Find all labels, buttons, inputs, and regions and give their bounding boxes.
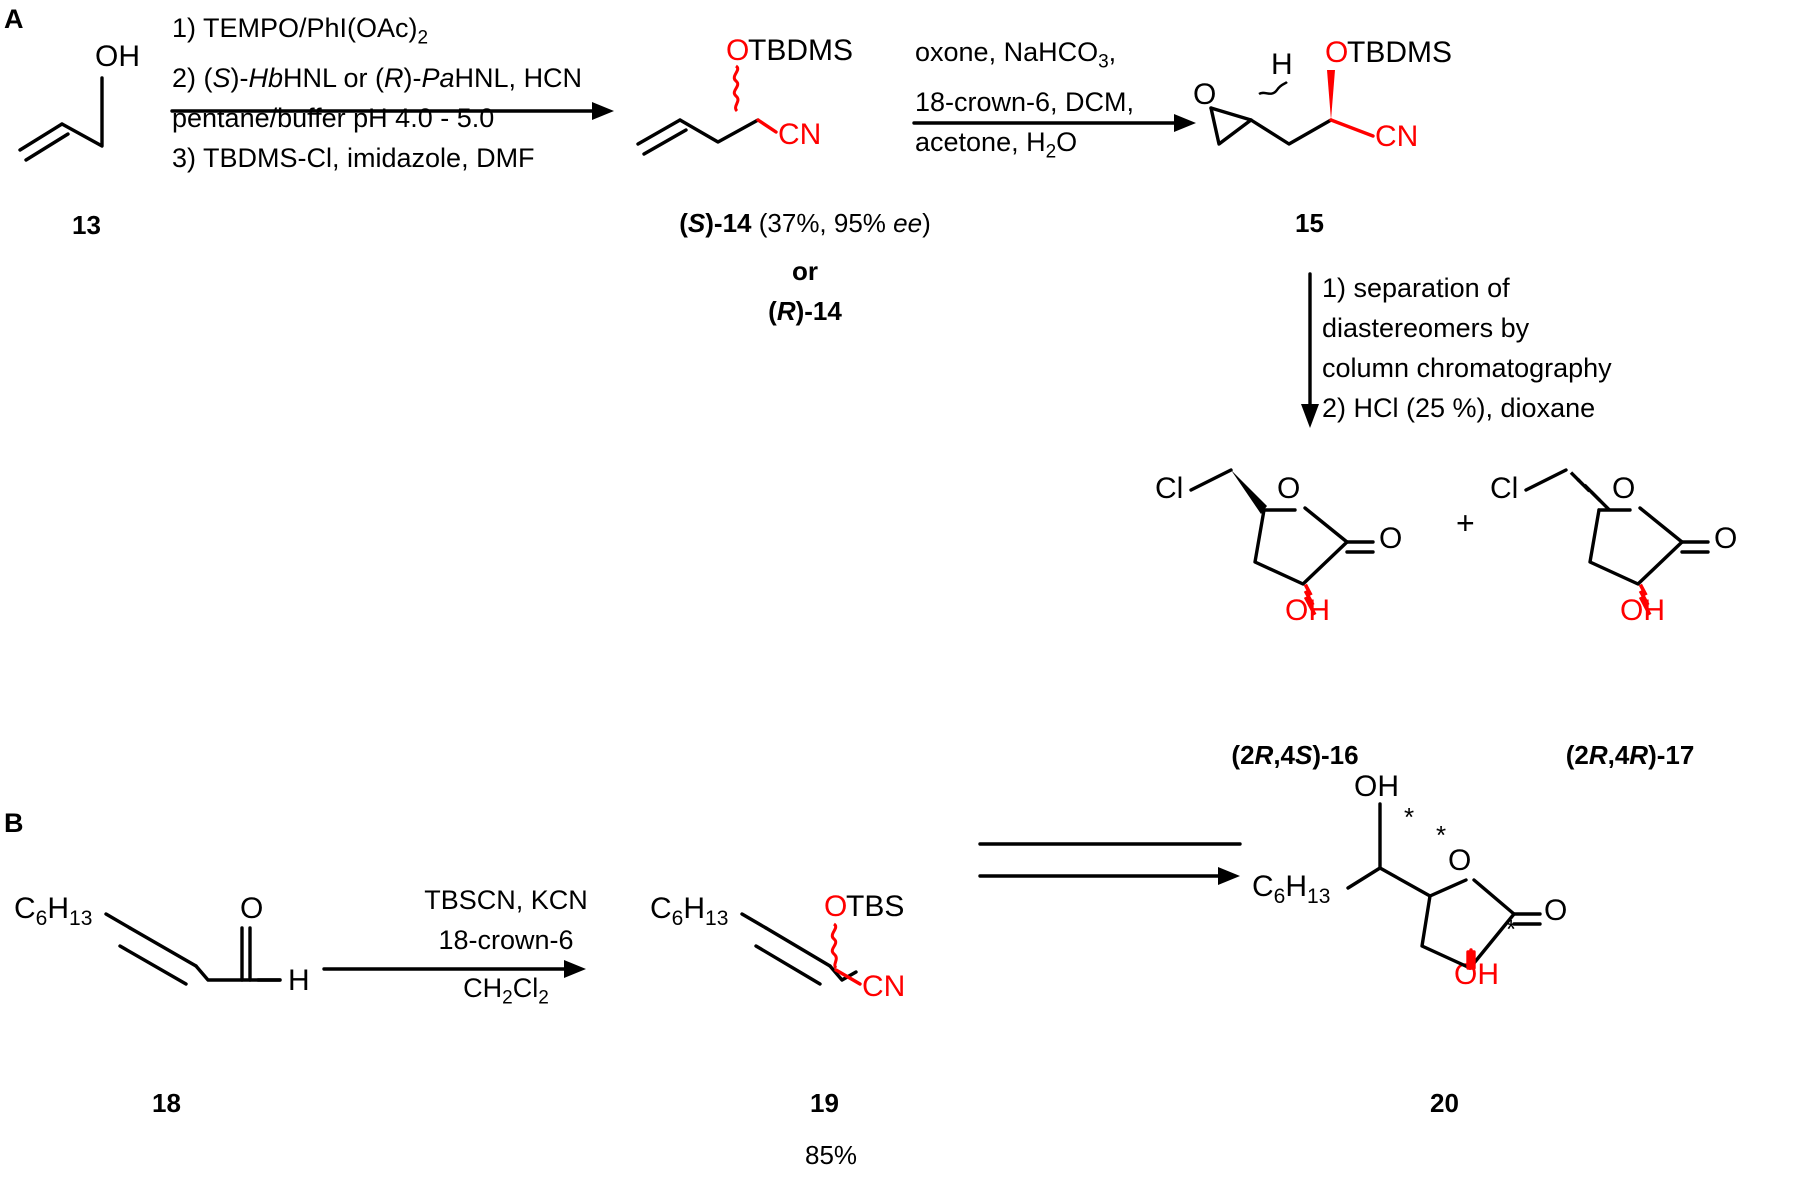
label-or: or bbox=[792, 256, 818, 286]
atom-label-tbdms: TBDMS bbox=[748, 34, 853, 67]
atom-label-tbdms-15: TBDMS bbox=[1347, 36, 1452, 69]
structure-15: O H O TBDMS CN bbox=[1185, 32, 1465, 162]
label-compound-20: 20 bbox=[1430, 1088, 1459, 1118]
atom-label-epoxide-o: O bbox=[1193, 78, 1216, 111]
atom-label-cl-17: Cl bbox=[1490, 472, 1518, 505]
panel-a-letter: A bbox=[4, 4, 24, 34]
panel-b-letter: B bbox=[4, 808, 24, 838]
hash-bond-oh-16 bbox=[1303, 583, 1317, 616]
label-compound-18: 18 bbox=[152, 1088, 181, 1118]
condition3-line-3: column chromatography bbox=[1322, 353, 1612, 383]
atom-label-c6h13-18: C6H13 bbox=[14, 892, 92, 930]
atom-label-aldehyde-h-18: H bbox=[288, 964, 310, 997]
wavy-bond-stereo-15 bbox=[1258, 81, 1288, 96]
condition2-line-2: 18-crown-6, DCM, bbox=[915, 87, 1135, 118]
conditionb-line-3: CH2Cl2 bbox=[463, 973, 549, 1009]
label-compound-13: 13 bbox=[72, 210, 101, 240]
atom-label-aldehyde-o-18: O bbox=[240, 892, 263, 925]
structure-19: C6H13 O TBS CN bbox=[650, 880, 950, 1003]
reaction-conditions-b: TBSCN, KCN 18-crown-6 bbox=[376, 880, 636, 960]
label-compound-14r: (R)-14 bbox=[768, 296, 842, 326]
label-compound-15: 15 bbox=[1295, 208, 1324, 238]
atom-label-tbs-19: TBS bbox=[846, 890, 904, 923]
structure-14: O TBDMS CN bbox=[630, 32, 870, 162]
atom-label-cn: CN bbox=[778, 118, 821, 151]
condition-line-1: 1) TEMPO/PhI(OAc)2 bbox=[172, 13, 429, 49]
condition3-line-4: 2) HCl (25 %), dioxane bbox=[1322, 393, 1596, 423]
atom-label-h: H bbox=[1271, 48, 1293, 81]
atom-label-cl-16: Cl bbox=[1155, 472, 1183, 505]
atom-label-o-tbdms-o: O bbox=[726, 34, 749, 67]
reaction-conditions-2: oxone, NaHCO3, 18-crown-6, DCM, acetone,… bbox=[915, 32, 1215, 173]
reaction-arrow-b1 bbox=[320, 958, 590, 980]
structure-17: Cl O O OH bbox=[1490, 462, 1780, 627]
wedge-bond-ch2cl-16 bbox=[1231, 470, 1267, 514]
wavy-bond-stereo bbox=[732, 64, 740, 113]
reaction-arrow-b2 bbox=[976, 838, 1246, 898]
atom-label-c6h13-19: C6H13 bbox=[650, 892, 728, 930]
atom-label-ring-o-16: O bbox=[1277, 472, 1300, 505]
condition3-line-1: 1) separation of bbox=[1322, 273, 1510, 303]
atom-label-carbonyl-o-17: O bbox=[1714, 522, 1737, 555]
wavy-bond-stereo-19 bbox=[830, 922, 838, 970]
atom-label-c6h13-20: C6H13 bbox=[1252, 870, 1330, 908]
wedge-bond-otbdms bbox=[1327, 70, 1335, 120]
atom-label-otbs-o-19: O bbox=[824, 890, 847, 923]
reaction-arrow-2 bbox=[910, 112, 1200, 134]
label-compound-17: (2R,4R)-17 bbox=[1565, 740, 1695, 770]
condition2-line-3: acetone, H2O bbox=[915, 127, 1078, 163]
reaction-conditions-1: 1) TEMPO/PhI(OAc)2 2) (S)-HbHNL or (R)-P… bbox=[172, 8, 622, 178]
atom-label-cn-19: CN bbox=[862, 970, 905, 1003]
condition-line-3: pentane/buffer pH 4.0 - 5.0 bbox=[172, 103, 495, 134]
atom-label-oh-top-20: OH bbox=[1354, 770, 1399, 803]
stereo-star-3: * bbox=[1506, 914, 1516, 944]
hash-bond-ch2cl-17 bbox=[1569, 471, 1611, 512]
label-compound-16: (2R,4S)-16 bbox=[1231, 740, 1359, 770]
atom-label-carbonyl-o-20: O bbox=[1544, 894, 1567, 927]
atom-label-o-tbdms-o-15: O bbox=[1325, 36, 1348, 69]
atom-label-carbonyl-o-16: O bbox=[1379, 522, 1402, 555]
stereo-star-2: * bbox=[1436, 820, 1446, 850]
conditionb-line-1: TBSCN, KCN bbox=[424, 885, 588, 915]
label-compound-19-yield: 85% bbox=[805, 1140, 858, 1170]
reaction-arrow-1 bbox=[168, 100, 618, 122]
hash-bond-oh-17 bbox=[1638, 583, 1652, 616]
atom-label-cn-15: CN bbox=[1375, 120, 1418, 153]
condition3-line-2: diastereomers by bbox=[1322, 313, 1530, 343]
structure-20: OH * * C6H13 O O * OH bbox=[1252, 760, 1592, 991]
structure-18: C6H13 O H bbox=[14, 880, 310, 1000]
condition-line-2: 2) (S)-HbHNL or (R)-PaHNL, HCN bbox=[172, 63, 583, 94]
structure-13: OH bbox=[10, 38, 190, 162]
atom-label-ring-o-17: O bbox=[1612, 472, 1635, 505]
plus-sign: + bbox=[1456, 505, 1475, 541]
label-compound-19: 19 bbox=[810, 1088, 839, 1118]
atom-label-oh: OH bbox=[95, 40, 140, 73]
stereo-star-1: * bbox=[1404, 802, 1414, 832]
atom-label-ring-o-20: O bbox=[1448, 844, 1471, 877]
conditionb-line-2: 18-crown-6 bbox=[438, 925, 574, 955]
reaction-conditions-3: 1) separation of diastereomers by column… bbox=[1322, 268, 1792, 428]
condition2-line-1: oxone, NaHCO3, bbox=[915, 37, 1117, 73]
structure-16: Cl O O OH bbox=[1155, 462, 1445, 627]
condition-line-4: 3) TBDMS-Cl, imidazole, DMF bbox=[172, 143, 535, 174]
reaction-arrow-3 bbox=[1299, 272, 1321, 432]
label-compound-14: (S)-14 (37%, 95% ee) bbox=[679, 208, 931, 238]
